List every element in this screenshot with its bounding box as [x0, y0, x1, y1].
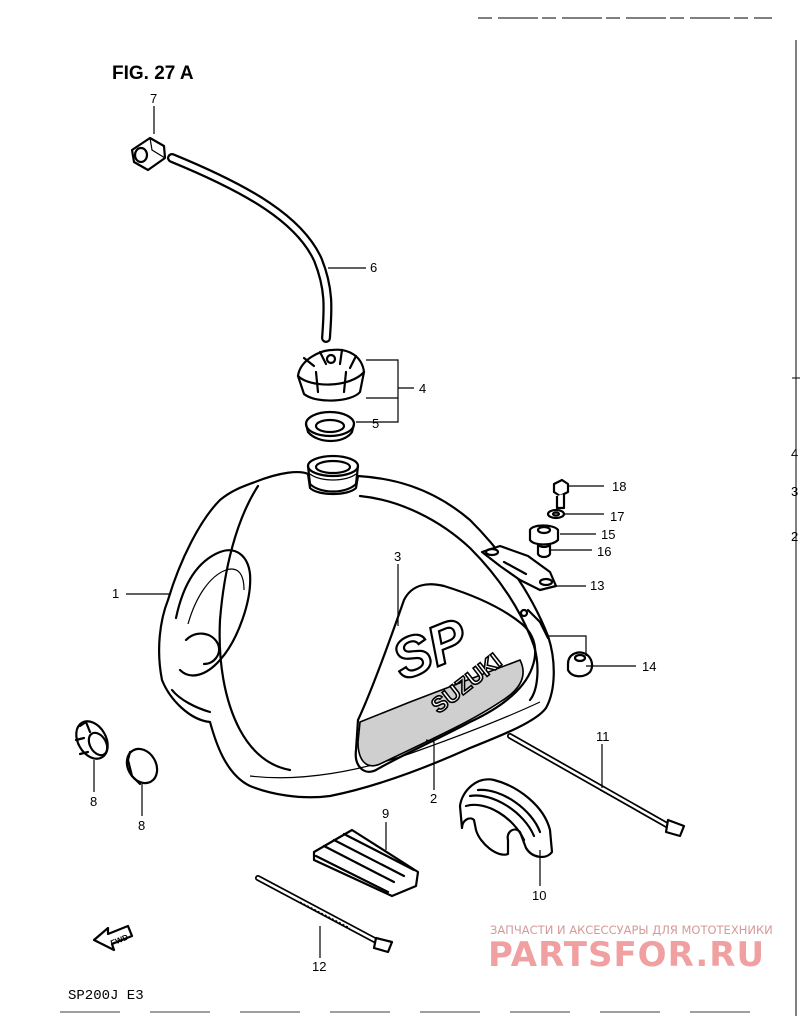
callout-17: 17 — [610, 509, 624, 524]
watermark-brand: PARTSFOR.RU — [488, 935, 765, 975]
part-9-tank-pad — [312, 828, 420, 898]
part-5-cap-gasket — [304, 410, 356, 443]
callout-18: 18 — [612, 479, 626, 494]
part-4-fuel-cap — [296, 348, 366, 402]
part-18-bolt — [552, 478, 570, 510]
callout-labels: 7 6 4 5 1 3 2 18 17 15 16 13 14 11 9 10 … — [90, 91, 656, 974]
callout-10: 10 — [532, 888, 546, 903]
part-14-grommet — [566, 651, 594, 678]
callout-14: 14 — [642, 659, 656, 674]
part-7-clamp — [130, 136, 167, 172]
callout-16: 16 — [597, 544, 611, 559]
watermark: ЗАПЧАСТИ И АКСЕССУАРЫ ДЛЯ МОТОТЕХНИКИ PA… — [488, 923, 773, 975]
callout-7: 7 — [150, 91, 157, 106]
fwd-arrow-icon: FWD — [92, 924, 134, 952]
part-12-cable-tie — [255, 875, 394, 954]
callout-2: 2 — [430, 791, 437, 806]
callout-11: 11 — [596, 729, 610, 744]
model-code: SP200J E3 — [68, 988, 144, 1004]
callout-12: 12 — [312, 959, 326, 974]
part-15-cushion — [528, 524, 560, 546]
part-8-grommet-b — [125, 747, 159, 786]
callout-8-right: 8 — [138, 818, 145, 833]
scan-edge-marks — [60, 17, 800, 1016]
callout-6: 6 — [370, 260, 377, 275]
part-17-washer — [546, 508, 566, 520]
callout-15: 15 — [601, 527, 615, 542]
part-6-breather-hose — [167, 153, 333, 343]
figure-title: FIG. 27 A — [112, 63, 194, 84]
edge-mark-3: 3 — [791, 484, 798, 499]
edge-mark-4: 4 — [791, 446, 798, 461]
callout-8-left: 8 — [90, 794, 97, 809]
callout-9: 9 — [382, 806, 389, 821]
part-11-cable-tie — [507, 733, 686, 838]
leader-lines — [93, 106, 636, 958]
part-10-rear-cushion — [458, 778, 554, 858]
part-8-grommet-a — [74, 720, 109, 760]
callout-5: 5 — [372, 416, 379, 431]
callout-4: 4 — [419, 381, 426, 396]
callout-13: 13 — [590, 578, 604, 593]
part-2-tank-emblem: SP SUZUKI — [354, 583, 537, 773]
edge-mark-2: 2 — [791, 529, 798, 544]
callout-1: 1 — [112, 586, 119, 601]
callout-3: 3 — [394, 549, 401, 564]
watermark-tagline: ЗАПЧАСТИ И АКСЕССУАРЫ ДЛЯ МОТОТЕХНИКИ — [490, 923, 773, 937]
